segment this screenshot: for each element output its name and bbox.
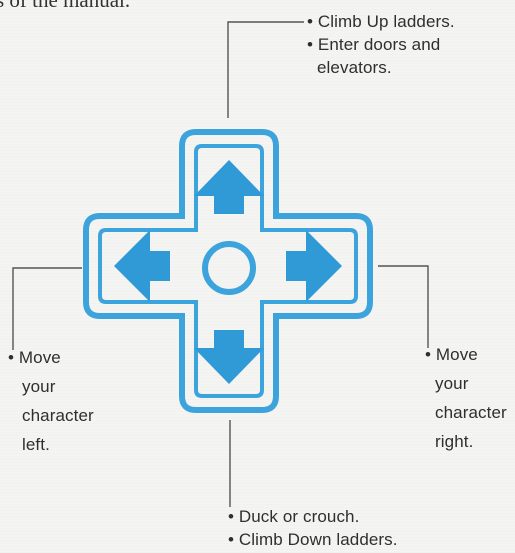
- dpad-outer-outline: [83, 129, 373, 413]
- callout-down-line-1: • Duck or crouch.: [228, 507, 360, 526]
- callout-up-line-3: elevators.: [317, 58, 392, 77]
- arrow-down-icon: [194, 330, 264, 384]
- dpad-inner-outline: [98, 144, 358, 398]
- manual-partial-text: s of the manual.: [0, 0, 131, 12]
- callout-up-line-1: • Climb Up ladders.: [307, 12, 455, 31]
- callout-right-line-1: • Move: [425, 345, 478, 364]
- callout-right-line-4: right.: [435, 432, 474, 451]
- callout-up: • Climb Up ladders. • Enter doors and el…: [307, 10, 455, 79]
- callout-right: • Move your character right.: [425, 340, 507, 456]
- leader-line-left: [12, 267, 82, 350]
- leader-lines: [12, 21, 429, 507]
- callout-up-line-2: • Enter doors and: [307, 35, 441, 54]
- arrow-left-icon: [114, 230, 170, 302]
- callout-right-line-2: your: [435, 374, 469, 393]
- arrow-up-icon: [194, 160, 264, 214]
- circle-center-icon: [202, 241, 256, 295]
- callout-left-line-3: character: [22, 406, 94, 425]
- callout-left-line-2: your: [22, 377, 56, 396]
- callout-left-line-1: • Move: [8, 348, 61, 367]
- leader-line-right: [378, 265, 429, 348]
- callout-left: • Move your character left.: [8, 343, 94, 459]
- callout-down: • Duck or crouch. • Climb Down ladders.: [228, 505, 398, 551]
- leader-line-up: [227, 21, 304, 118]
- arrow-right-icon: [286, 230, 342, 302]
- callout-left-line-4: left.: [22, 435, 50, 454]
- callout-right-line-3: character: [435, 403, 507, 422]
- callout-down-line-2: • Climb Down ladders.: [228, 530, 398, 549]
